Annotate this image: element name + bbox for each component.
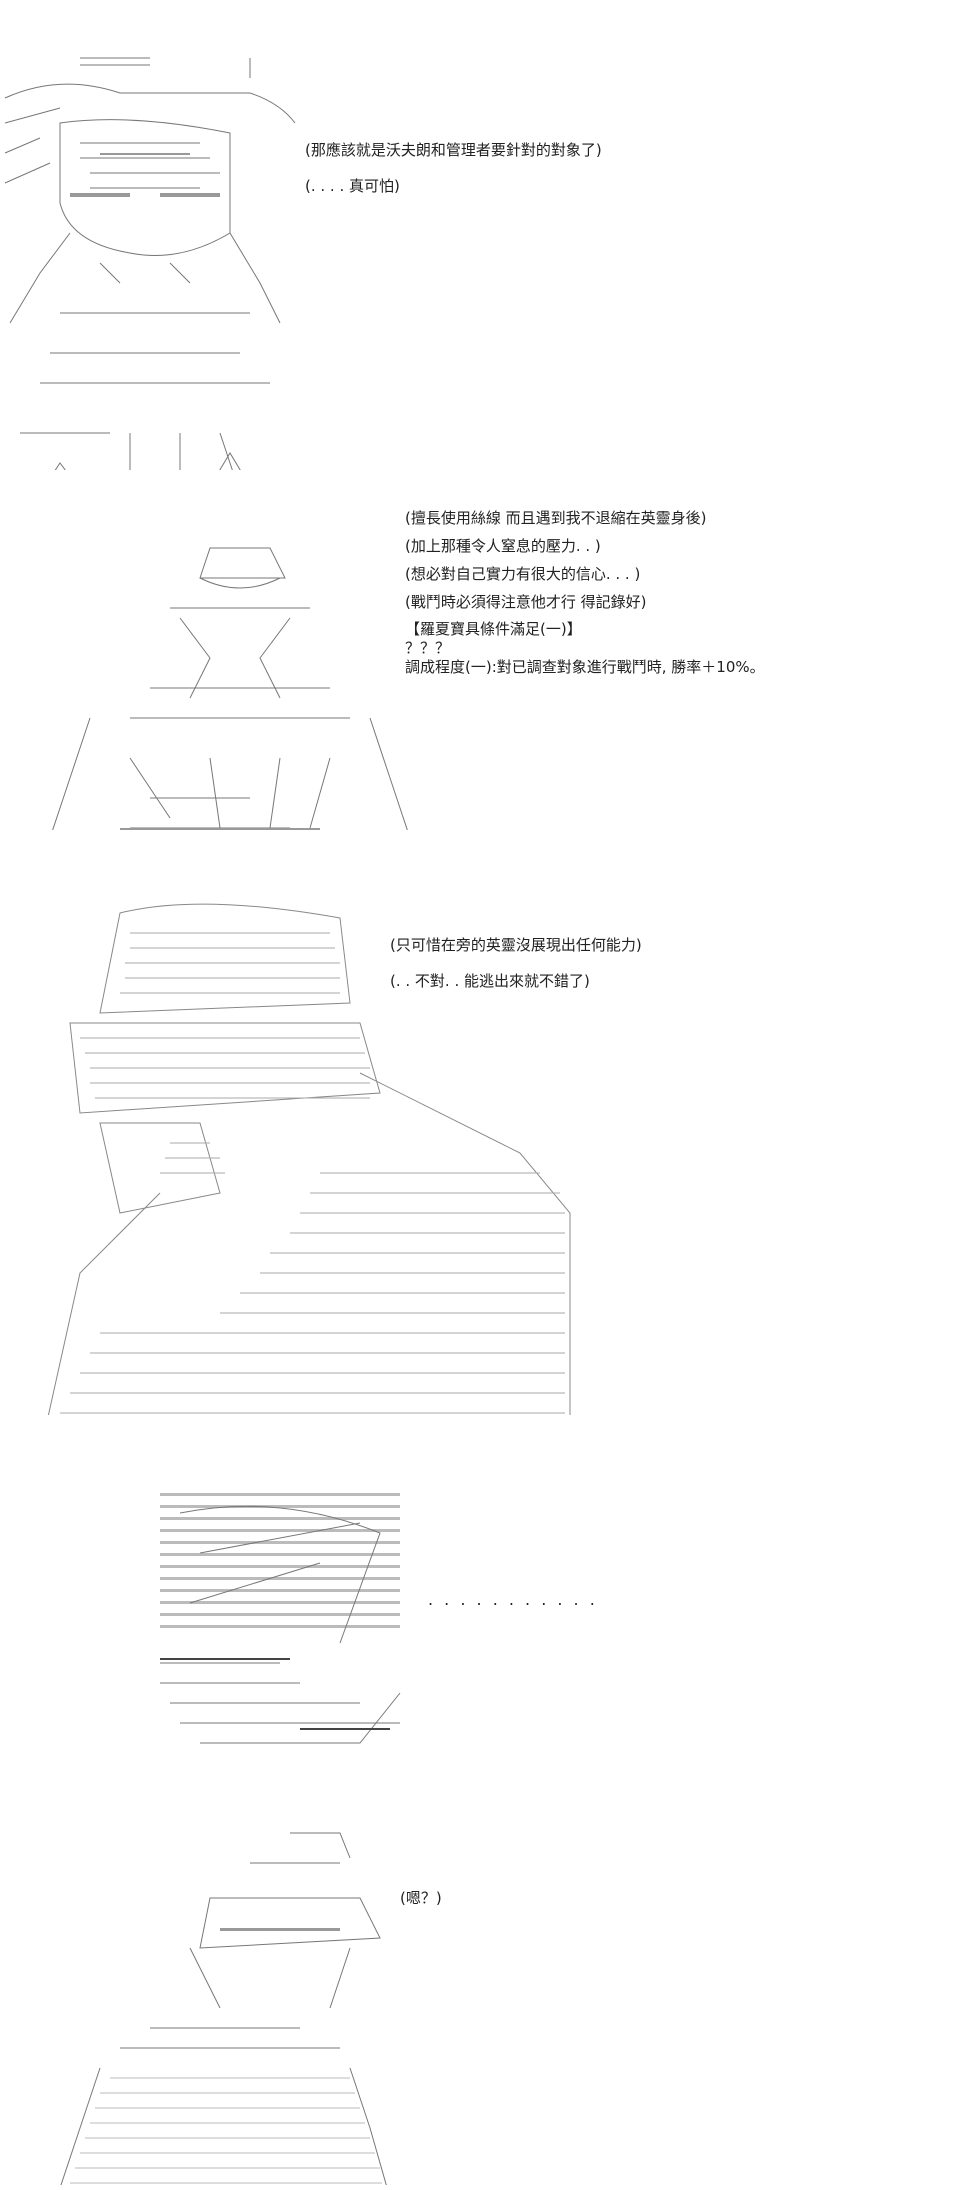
figure-4-sketch xyxy=(160,1493,401,1744)
ascii-art-figure-5 xyxy=(20,1790,410,2185)
figure-5-sketch xyxy=(60,1832,387,2185)
ascii-art-figure-1 xyxy=(0,15,300,470)
stat-unknown: ？？？ xyxy=(405,639,451,657)
dialogue-box-1: (那應該就是沃夫朗和管理者要針對的對象了) (. . . . 真可怕) xyxy=(305,140,602,212)
panel-4: . . . . . . . . . . . xyxy=(0,1420,967,1770)
ellipsis-text: . . . . . . . . . . . xyxy=(428,1590,598,1609)
dialogue-line: (那應該就是沃夫朗和管理者要針對的對象了) xyxy=(305,141,602,159)
ascii-art-figure-3 xyxy=(40,855,585,1415)
dialogue-line: (. . 不對. . 能逃出來就不錯了) xyxy=(390,972,590,990)
dialogue-line: (擅長使用絲線 而且遇到我不退縮在英靈身後) xyxy=(405,509,707,527)
dialogue-line: (. . . . 真可怕) xyxy=(305,177,400,195)
stat-effect: 調成程度(一):對已調查對象進行戰鬥時, 勝率＋10%。 xyxy=(405,658,765,676)
panel-3: (只可惜在旁的英靈沒展現出任何能力) (. . 不對. . 能逃出來就不錯了) xyxy=(0,840,967,1420)
figure-2-sketch xyxy=(52,547,408,830)
dialogue-line: (加上那種令人窒息的壓力. . ) xyxy=(405,537,601,555)
panel-2: (擅長使用絲線 而且遇到我不退縮在英靈身後) (加上那種令人窒息的壓力. . )… xyxy=(0,480,967,840)
stat-header: 【羅夏寶具條件滿足(一)】 xyxy=(405,620,582,638)
dialogue-box-5: (嗯？) xyxy=(400,1888,442,1924)
figure-1-sketch xyxy=(4,57,296,470)
figure-3-sketch xyxy=(47,903,571,1415)
dialogue-line: (嗯？) xyxy=(400,1889,442,1907)
dialogue-line: (戰鬥時必須得注意他才行 得記錄好) xyxy=(405,593,647,611)
dialogue-box-2: (擅長使用絲線 而且遇到我不退縮在英靈身後) (加上那種令人窒息的壓力. . )… xyxy=(405,508,765,677)
dialogue-box-3: (只可惜在旁的英靈沒展現出任何能力) (. . 不對. . 能逃出來就不錯了) xyxy=(390,935,642,1007)
dialogue-line: (只可惜在旁的英靈沒展現出任何能力) xyxy=(390,936,642,954)
panel-1: (那應該就是沃夫朗和管理者要針對的對象了) (. . . . 真可怕) xyxy=(0,0,967,480)
panel-5: (嗯？) xyxy=(0,1770,967,2190)
dialogue-line: (想必對自己實力有很大的信心. . . ) xyxy=(405,565,641,583)
ascii-art-figure-4 xyxy=(160,1455,405,1750)
ascii-art-figure-2 xyxy=(30,500,430,830)
